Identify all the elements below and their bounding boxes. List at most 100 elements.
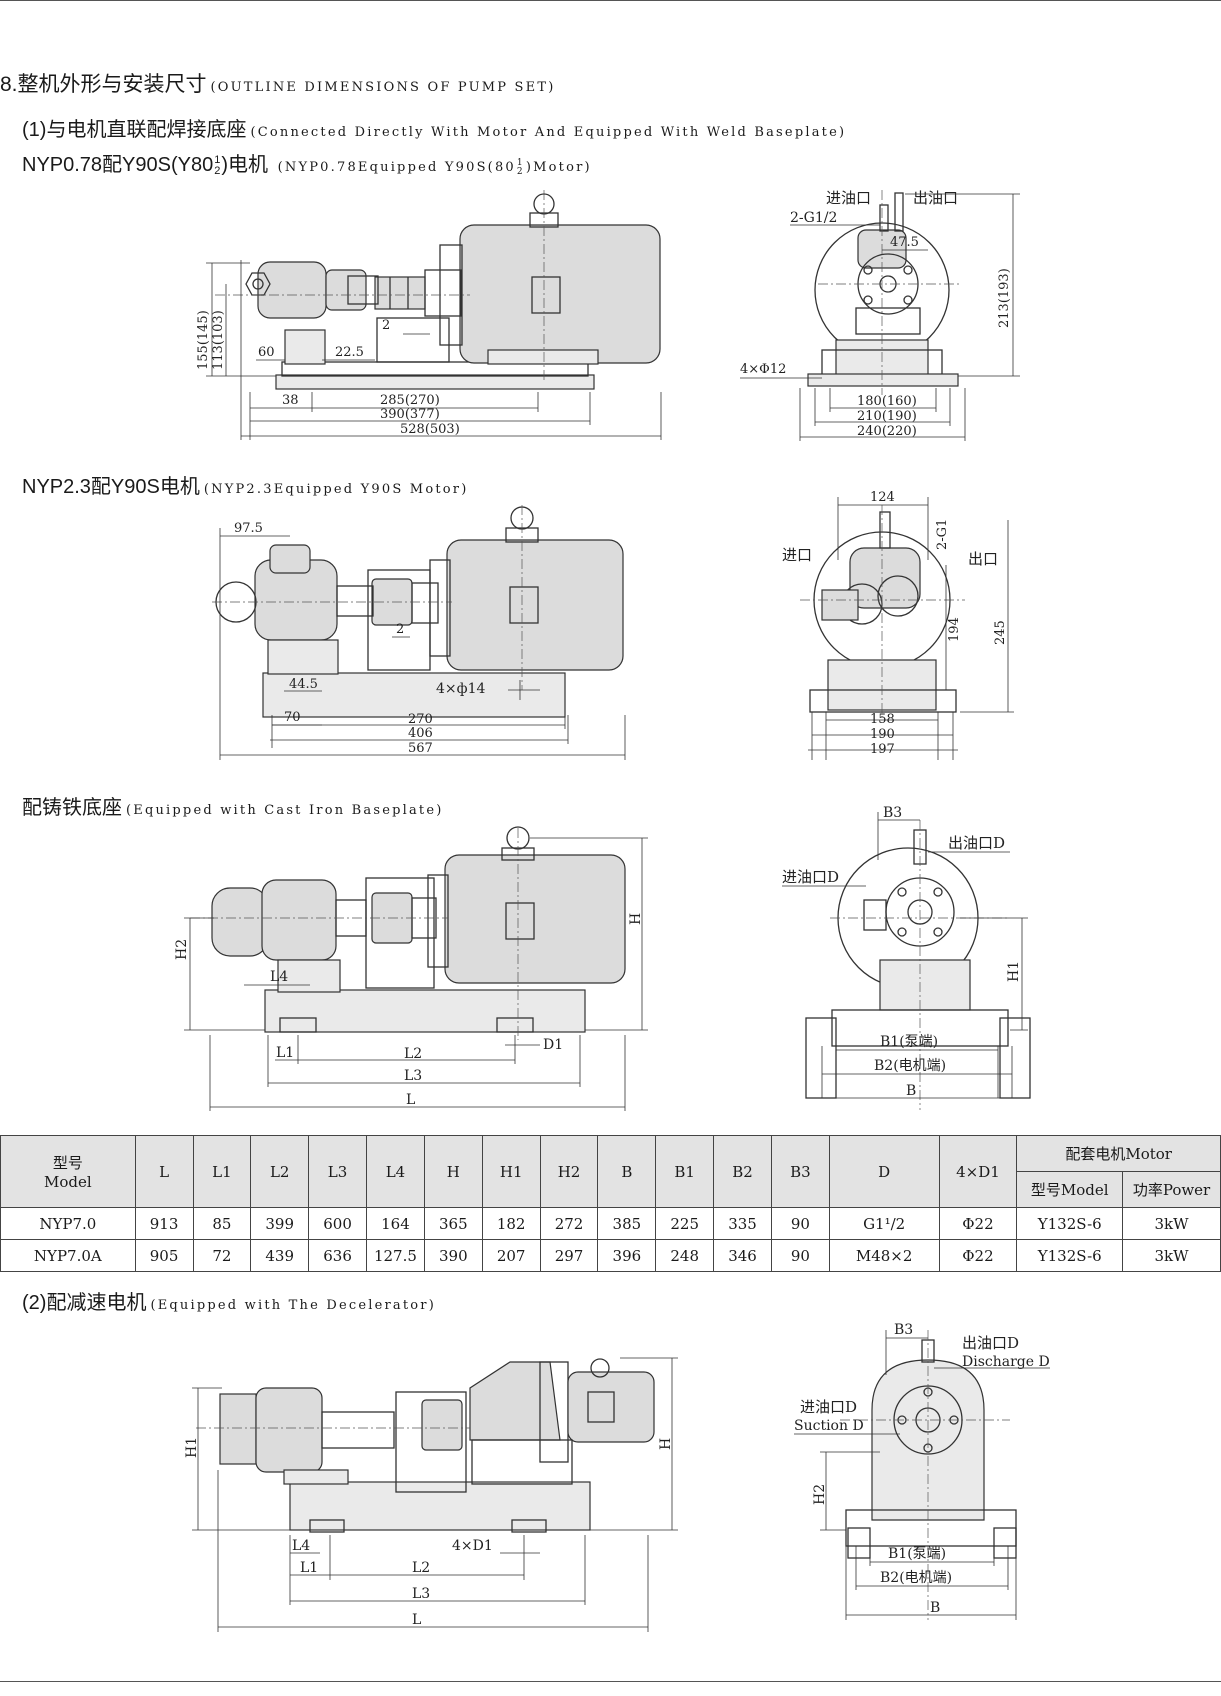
cast-l1: L1: [276, 1045, 294, 1061]
table-row: NYP7.0 913 85 399 600 164 365 182 272 38…: [0, 1207, 1221, 1240]
subsection-1-title: (1)与电机直联配焊接底座(Connected Directly With Mo…: [22, 113, 846, 142]
top-rule: [0, 0, 1221, 1]
dec-h2: H2: [812, 1484, 828, 1505]
dec-h1: H1: [184, 1437, 200, 1458]
header-col: B1: [655, 1135, 715, 1208]
dec-b1: B1(泵端): [888, 1546, 946, 1562]
dim-406: 406: [408, 726, 433, 741]
model-1-cn-post: )电机: [221, 154, 269, 176]
table-cell: M48×2: [828, 1239, 940, 1272]
dec-inlet-en: Suction D: [794, 1418, 864, 1434]
table-cell: Φ22: [938, 1207, 1018, 1240]
cast-en: (Equipped with Cast Iron Baseplate): [126, 803, 444, 818]
table-cell: 439: [250, 1239, 310, 1272]
dim-528: 528(503): [400, 422, 460, 437]
table-cell: 396: [597, 1239, 657, 1272]
dim-285: 285(270): [380, 393, 440, 408]
cast-b2: B2(电机端): [874, 1058, 946, 1074]
cast-l3: L3: [404, 1068, 422, 1084]
section-title: 8.整机外形与安装尺寸(OUTLINE DIMENSIONS OF PUMP S…: [0, 68, 556, 98]
table-cell: 182: [481, 1207, 541, 1240]
header-motor-group: 配套电机Motor: [1016, 1135, 1221, 1172]
cast-l: L: [406, 1092, 415, 1108]
decelerator-end-view: B3 出油口D Discharge D 进油口D Suction D H2 B1…: [794, 1322, 1050, 1620]
header-col: H: [423, 1135, 483, 1208]
dim-22-5: 22.5: [335, 345, 364, 360]
holes-label-2: 4×ф14: [436, 681, 486, 697]
header-col: H1: [481, 1135, 541, 1208]
dim-158: 158: [870, 712, 895, 727]
dec-b: B: [930, 1600, 940, 1616]
cast-baseplate: [264, 989, 586, 1033]
header-col: L4: [365, 1135, 425, 1208]
cast-h1: H1: [1006, 961, 1022, 982]
cast-b1: B1(泵端): [880, 1034, 938, 1050]
table-cell: 85: [192, 1207, 252, 1240]
outlet-label-2: 出口: [968, 550, 998, 568]
model-2-en: (NYP2.3Equipped Y90S Motor): [203, 482, 469, 497]
cast-h: H: [628, 913, 644, 925]
dec-l1: L1: [300, 1560, 318, 1576]
table-cell: NYP7.0A: [0, 1239, 136, 1272]
subsection-2-en: (Equipped with The Decelerator): [150, 1298, 436, 1313]
table-cell: 636: [308, 1239, 367, 1272]
dim-124: 124: [870, 490, 895, 505]
dim-190: 190: [870, 727, 895, 742]
dec-l3: L3: [412, 1586, 430, 1602]
cast-baseplate-title: 配铸铁底座 (Equipped with Cast Iron Baseplate): [22, 791, 444, 820]
dec-h: H: [658, 1438, 674, 1450]
cast-inlet: 进油口D: [782, 868, 839, 886]
table-cell: 365: [423, 1207, 483, 1240]
holes-label: 4×Φ12: [740, 362, 786, 377]
table-cell: 225: [655, 1207, 715, 1240]
dim-70: 70: [284, 710, 301, 725]
dim-2: 2: [382, 318, 390, 333]
dim-155: 155(145): [196, 310, 211, 370]
model-2-side-view: 97.5 2 44.5 4×ф14 70 270 406 567: [212, 505, 626, 760]
decelerator-side-view: H1 H L4 L1 4×D1 L2 L3 L: [184, 1357, 678, 1632]
cast-d1: D1: [543, 1037, 563, 1053]
cast-cn: 配铸铁底座: [22, 797, 122, 819]
dec-pump-body: [255, 1387, 323, 1473]
table-cell: 164: [365, 1207, 425, 1240]
dim-390: 390(377): [380, 407, 440, 422]
section-title-cn: 8.整机外形与安装尺寸: [0, 73, 207, 96]
cast-l2: L2: [404, 1046, 422, 1062]
dim-213: 213(193): [997, 268, 1012, 328]
header-col: L: [134, 1135, 194, 1208]
dec-baseplate: [289, 1481, 591, 1531]
dim-194: 194: [947, 617, 962, 642]
table-cell: 272: [539, 1207, 599, 1240]
inlet-label-2: 进口: [782, 546, 812, 564]
header-col: H2: [539, 1135, 599, 1208]
motor-body-3: [444, 854, 626, 984]
dec-d1: 4×D1: [452, 1538, 493, 1554]
table-cell: 3kW: [1122, 1207, 1221, 1240]
table-cell: 905: [134, 1239, 194, 1272]
table-cell: 127.5: [365, 1239, 425, 1272]
outlet-label: 出油口: [913, 189, 958, 207]
table-cell: 72: [192, 1239, 252, 1272]
header-col: L3: [308, 1135, 367, 1208]
table-cell: Y132S-6: [1016, 1207, 1124, 1240]
model-2-title: NYP2.3配Y90S电机(NYP2.3Equipped Y90S Motor): [22, 470, 468, 499]
dec-outlet-cn: 出油口D: [962, 1334, 1019, 1352]
table-cell: Φ22: [938, 1239, 1018, 1272]
dec-l2: L2: [412, 1560, 430, 1576]
cast-l4: L4: [270, 969, 288, 985]
subsection-1-cn: (1)与电机直联配焊接底座: [22, 119, 247, 141]
table-cell: 90: [770, 1207, 830, 1240]
header-col: L1: [192, 1135, 252, 1208]
cast-outlet: 出油口D: [948, 834, 1005, 852]
pump-body: [257, 261, 327, 319]
header-col: D: [828, 1135, 940, 1208]
dim-210: 210(190): [857, 409, 917, 424]
dim-180: 180(160): [857, 394, 917, 409]
dim-567: 567: [408, 741, 433, 756]
dec-b2: B2(电机端): [880, 1570, 952, 1586]
